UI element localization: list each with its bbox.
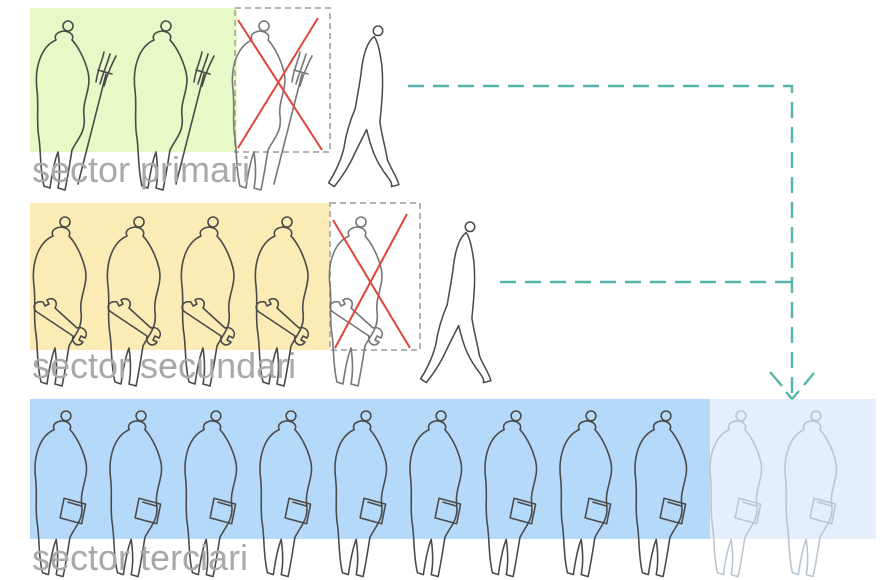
label-sector-primari: sector primari bbox=[32, 149, 250, 190]
label-sector-secundari: sector secundari bbox=[32, 345, 296, 386]
primari-cross bbox=[238, 18, 322, 150]
primari-band bbox=[30, 8, 237, 152]
primari-leaving-worker bbox=[329, 26, 399, 187]
secundari-removed-worker bbox=[329, 217, 382, 386]
primari-arrow-line bbox=[408, 86, 792, 398]
secundari-leaving-worker bbox=[421, 222, 491, 383]
transfer-arrows bbox=[408, 86, 814, 398]
wrench-icon bbox=[330, 299, 382, 345]
label-sector-terciari: sector terciari bbox=[32, 537, 248, 578]
secundari-cross bbox=[333, 214, 410, 348]
secundari-band bbox=[30, 203, 330, 350]
